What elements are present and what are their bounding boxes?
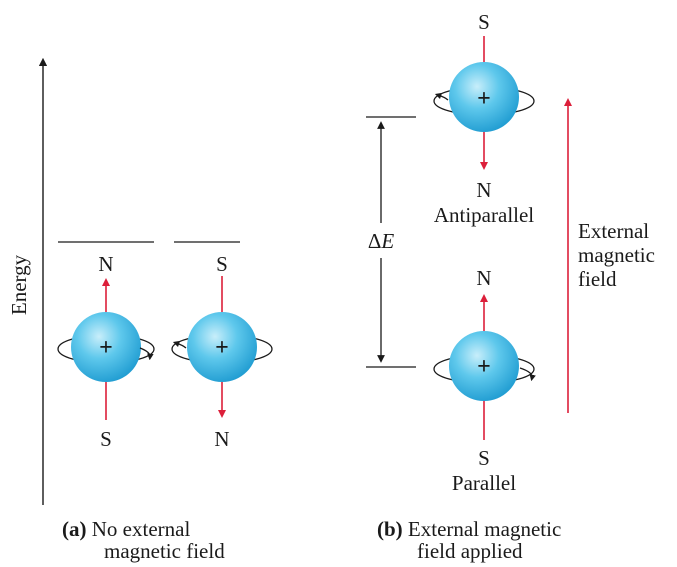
proton-a-left-charge: + [99,335,113,361]
external-field-indicator: External magnetic field [568,102,655,413]
proton-a-right-charge: + [215,335,229,361]
proton-a-right-top-pole: S [216,252,228,276]
field-label-line2: magnetic [578,243,655,267]
proton-a-left: N + S [58,252,154,451]
panel-a: N + S S + N [58,242,272,451]
field-label-line3: field [578,267,617,291]
caption-b-tag: (b) [377,517,403,541]
caption-a-line1: No external [92,517,191,541]
caption-a-tag: (a) [62,517,87,541]
caption-a: (a) No external magnetic field [62,518,225,562]
proton-b-antiparallel: S + N Antiparallel [434,10,534,227]
proton-b-parallel: N + S Parallel [434,266,534,495]
proton-a-left-bottom-pole: S [100,427,112,451]
caption-b-line2: field applied [377,540,561,562]
delta-e-label: ΔE [368,229,395,253]
energy-axis-label: Energy [7,254,31,315]
caption-b: (b) External magnetic field applied [377,518,561,562]
proton-a-right-bottom-pole: N [214,427,229,451]
proton-b-parallel-charge: + [477,354,491,380]
panel-b: ΔE S + N Antiparallel N [366,10,655,495]
proton-b-antiparallel-bottom-pole: N [476,178,491,202]
antiparallel-label: Antiparallel [434,203,534,227]
proton-a-left-top-pole: N [98,252,113,276]
parallel-label: Parallel [452,471,516,495]
proton-a-right: S + N [172,252,272,451]
proton-b-parallel-bottom-pole: S [478,446,490,470]
proton-b-antiparallel-top-pole: S [478,10,490,34]
caption-a-line2: magnetic field [62,540,225,562]
delta-e-indicator: ΔE [368,125,395,359]
proton-b-parallel-top-pole: N [476,266,491,290]
field-label-line1: External [578,219,649,243]
proton-b-antiparallel-charge: + [477,86,491,112]
caption-b-line1: External magnetic [408,517,561,541]
energy-axis: Energy [7,62,43,505]
